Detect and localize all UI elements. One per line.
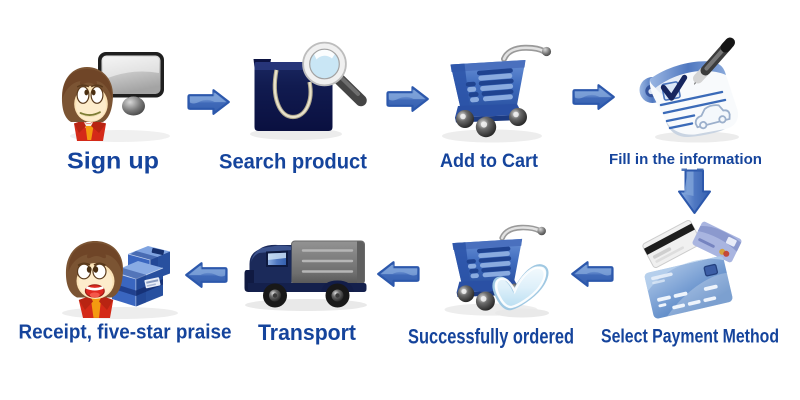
svg-text:Fill in the information: Fill in the information [609, 151, 762, 168]
svg-text:Transport: Transport [258, 320, 356, 345]
svg-text:Search product: Search product [219, 150, 367, 174]
svg-text:Sign up: Sign up [67, 148, 159, 174]
svg-text:Receipt, five-star praise: Receipt, five-star praise [19, 320, 232, 343]
svg-text:Select Payment Method: Select Payment Method [601, 326, 779, 348]
svg-text:Add to Cart: Add to Cart [440, 150, 538, 172]
svg-text:Successfully ordered: Successfully ordered [408, 326, 574, 349]
